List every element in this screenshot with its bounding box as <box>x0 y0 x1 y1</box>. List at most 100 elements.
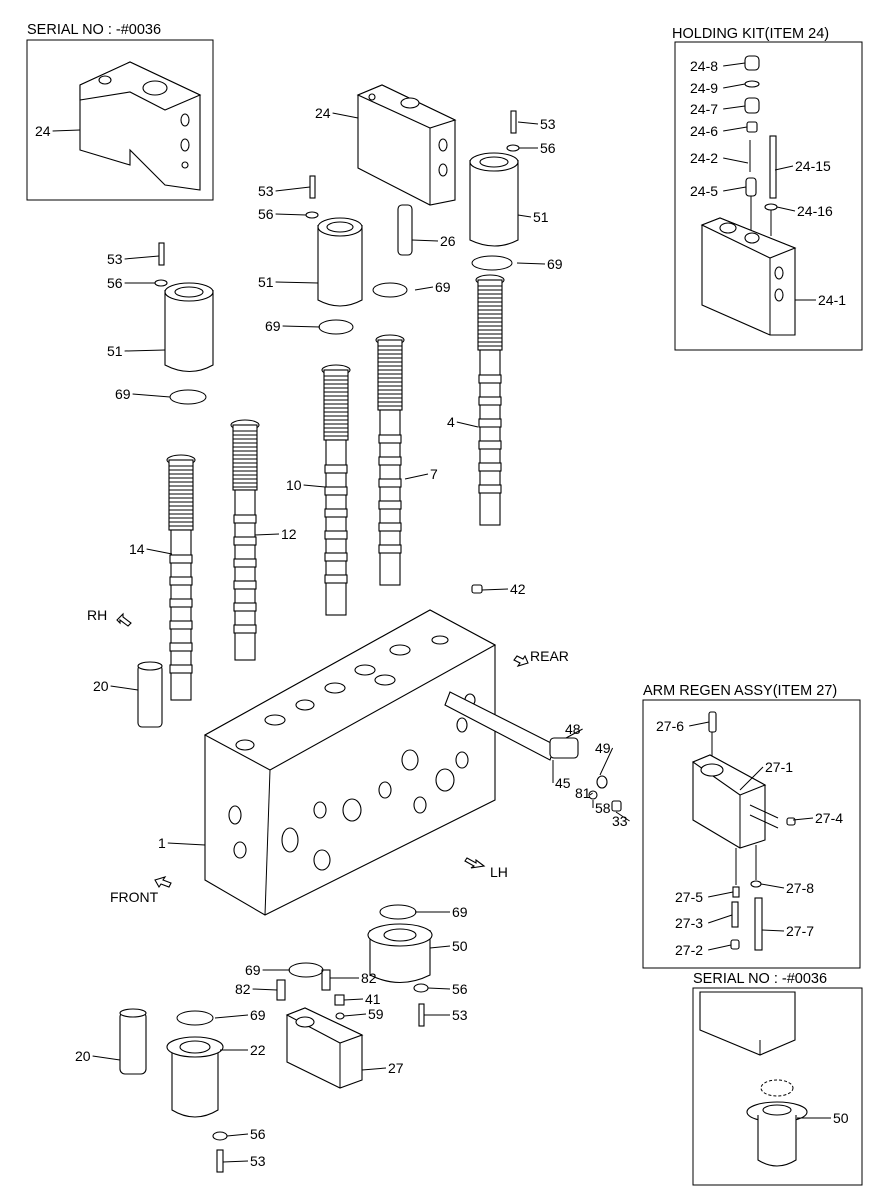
callout-main-labels-7: 51 <box>258 274 274 290</box>
callout-main-labels-5: 26 <box>440 233 456 249</box>
leader-line <box>110 685 139 691</box>
callout-main-labels-26: 58 <box>595 800 611 816</box>
regen-block-27 <box>285 1007 364 1089</box>
callout-main-labels-17: 10 <box>286 477 302 493</box>
callout-main-labels-1: 53 <box>540 116 556 132</box>
callout-main-labels-0: 24 <box>315 105 331 121</box>
port-hole <box>354 664 376 676</box>
holding-kit-parts <box>700 55 797 336</box>
callout-main-labels-31: 69 <box>245 962 261 978</box>
leader-line <box>429 945 451 949</box>
leader-line <box>275 281 319 284</box>
leader-line <box>723 157 749 164</box>
callout-main-labels-3: 53 <box>258 183 274 199</box>
port-hole <box>378 781 392 799</box>
callout-arm-regen-labels-7: 27-2 <box>675 942 703 958</box>
callout-holding-kit-labels-0: 24-8 <box>690 58 718 74</box>
leader-line <box>761 929 785 932</box>
callout-main-labels-38: 53 <box>452 1007 468 1023</box>
small-parts <box>154 110 622 1173</box>
callout-main-labels-29: 69 <box>452 904 468 920</box>
covers-51 <box>164 152 519 1118</box>
o-ring <box>379 904 417 920</box>
leader-line <box>167 842 206 846</box>
leader-line <box>124 349 166 352</box>
port-hole <box>431 635 449 645</box>
leader-line <box>146 548 173 555</box>
callout-arm-regen-labels-1: 27-1 <box>765 759 793 775</box>
callout-inset-serial-top-labels-0: 24 <box>35 123 51 139</box>
spool-1 <box>230 419 260 661</box>
leader-line <box>723 105 746 110</box>
port-hole <box>342 798 362 822</box>
main-valve-body <box>203 609 497 916</box>
arm-regen-title: ARM REGEN ASSY(ITEM 27) <box>643 683 837 699</box>
leader-lines <box>52 62 831 1163</box>
callout-arm-regen-labels-2: 27-4 <box>815 810 843 826</box>
spool-0 <box>166 454 196 701</box>
arm-regen-frame <box>642 699 861 969</box>
callout-main-labels-2: 56 <box>540 140 556 156</box>
callout-main-labels-10: 69 <box>547 256 563 272</box>
callout-holding-kit-labels-5: 24-15 <box>795 158 831 174</box>
leader-line <box>708 944 732 951</box>
callout-main-labels-19: 14 <box>129 541 145 557</box>
callout-main-labels-42: 56 <box>250 1126 266 1142</box>
leader-line <box>723 62 746 67</box>
port-hole <box>435 768 455 792</box>
arm-regen-parts <box>691 711 796 951</box>
callout-holding-kit-labels-1: 24-9 <box>690 80 718 96</box>
leader-line <box>589 792 593 796</box>
leader-line <box>516 262 546 265</box>
callout-main-labels-34: 56 <box>452 981 468 997</box>
port-hole <box>228 805 242 825</box>
leader-line <box>222 1160 249 1163</box>
leader-line <box>414 286 434 291</box>
leader-line <box>226 1133 249 1137</box>
leader-line <box>52 129 81 132</box>
callout-main-labels-12: 69 <box>265 318 281 334</box>
callout-main-labels-15: 4 <box>447 414 455 430</box>
leader-line <box>254 533 280 536</box>
holding-kit-title: HOLDING KIT(ITEM 24) <box>672 26 829 42</box>
callout-holding-kit-labels-7: 24-16 <box>797 203 833 219</box>
port-hole <box>281 827 299 853</box>
callout-holding-kit-labels-4: 24-2 <box>690 150 718 166</box>
direction-arrows <box>116 612 529 889</box>
callout-main-labels-33: 41 <box>365 991 381 1007</box>
callout-arm-regen-labels-6: 27-7 <box>786 923 814 939</box>
holding-kit-frame <box>674 41 863 351</box>
callout-main-labels-11: 69 <box>435 279 451 295</box>
callout-arm-regen-labels-5: 27-3 <box>675 915 703 931</box>
leader-line <box>565 728 583 739</box>
leader-line <box>599 747 614 776</box>
leader-line <box>124 255 160 260</box>
callout-main-labels-27: 33 <box>612 813 628 829</box>
direction-lh: LH <box>490 864 508 880</box>
callout-holding-kit-labels-3: 24-6 <box>690 123 718 139</box>
port-hole <box>295 699 315 711</box>
callout-holding-kit-labels-6: 24-5 <box>690 183 718 199</box>
leader-line <box>282 325 321 328</box>
leader-line <box>275 213 307 216</box>
callout-arm-regen-labels-3: 27-5 <box>675 889 703 905</box>
leader-line <box>332 112 359 119</box>
callout-main-labels-25: 81 <box>575 785 591 801</box>
callout-main-labels-28: 1 <box>158 835 166 851</box>
leader-line <box>275 186 311 192</box>
callout-main-labels-30: 50 <box>452 938 468 954</box>
leader-line <box>481 588 509 591</box>
arrow-rear-icon <box>513 654 529 667</box>
leader-line <box>708 891 734 898</box>
callout-main-labels-32: 82 <box>361 970 377 986</box>
callout-main-labels-21: 20 <box>93 678 109 694</box>
port-hole <box>456 717 468 733</box>
callout-main-labels-39: 20 <box>75 1048 91 1064</box>
leader-line <box>774 165 794 171</box>
leader-line <box>214 1014 249 1019</box>
spool-3 <box>375 334 405 586</box>
inset-serial-bottom-frame <box>692 987 863 1186</box>
leader-line <box>708 914 733 924</box>
callout-main-labels-35: 82 <box>235 981 251 997</box>
